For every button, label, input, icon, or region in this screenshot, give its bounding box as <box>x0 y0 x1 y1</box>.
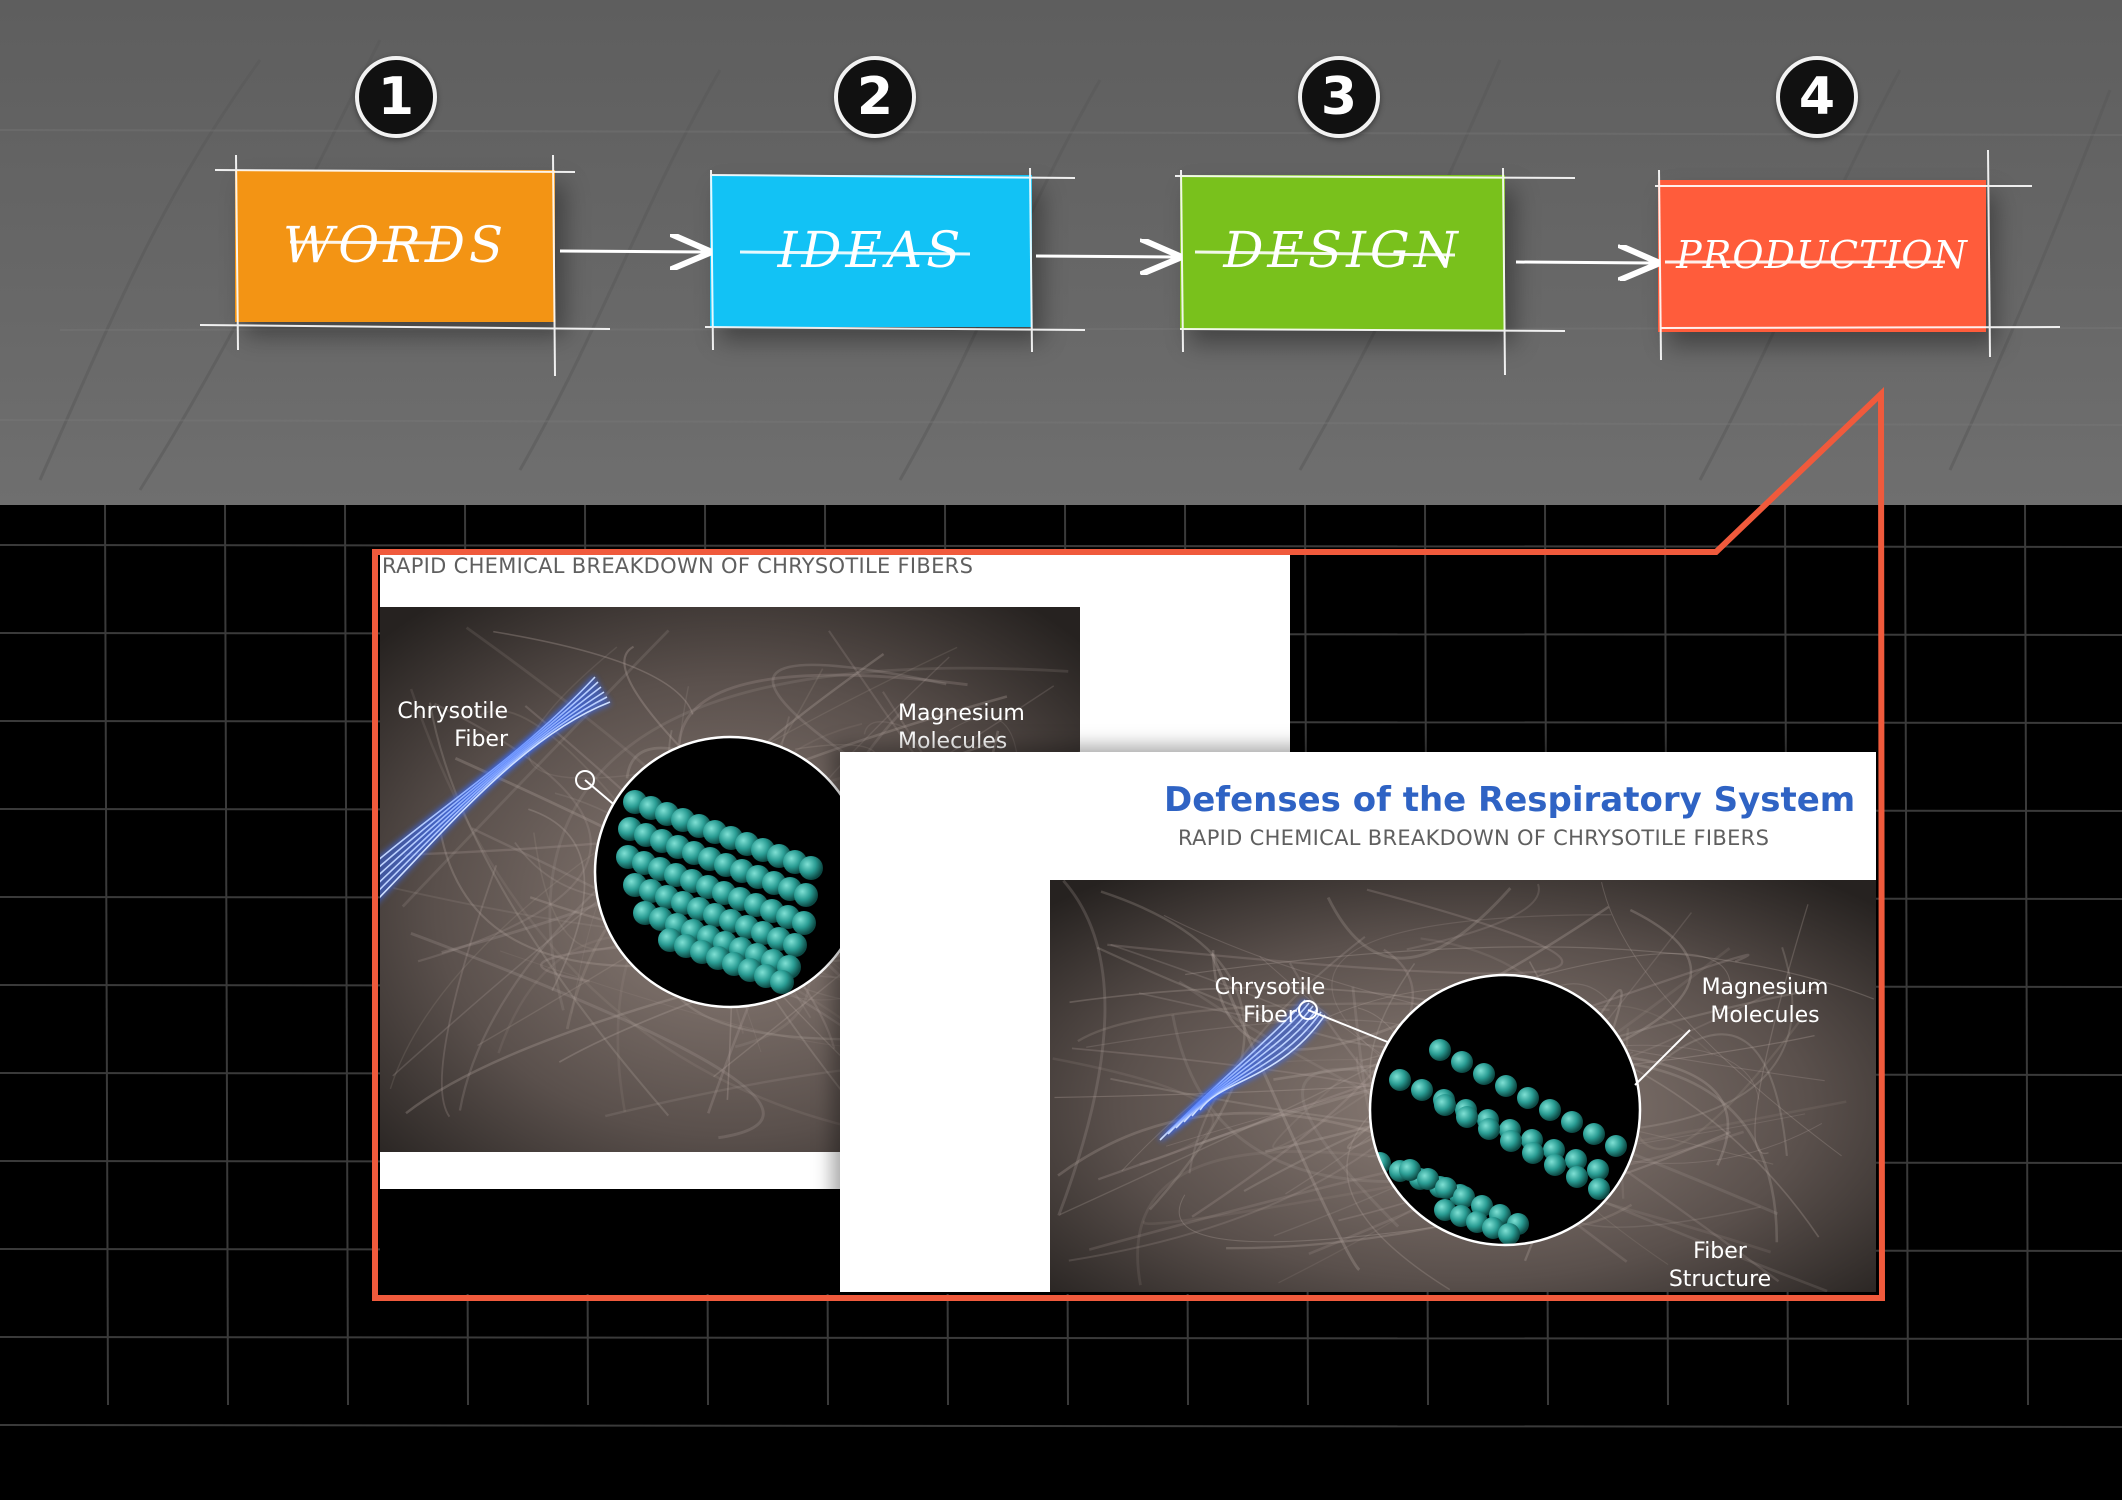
step-box-production: PRODUCTION <box>1658 180 1986 332</box>
step-label-ideas: IDEAS <box>777 221 965 279</box>
micrograph-image <box>1050 880 1876 1292</box>
step-box-ideas: IDEAS <box>710 175 1032 327</box>
step-label-words: WORDS <box>282 216 508 274</box>
step-box-words: WORDS <box>235 170 555 322</box>
step-number-4: 4 <box>1776 56 1858 138</box>
slide-front-title: Defenses of the Respiratory System <box>1164 780 1856 820</box>
step-label-production: PRODUCTION <box>1676 233 1968 277</box>
slide-front-subtitle: RAPID CHEMICAL BREAKDOWN OF CHRYSOTILE F… <box>1178 826 1770 850</box>
step-number-3: 3 <box>1298 56 1380 138</box>
slide-preview-front: Defenses of the Respiratory System RAPID… <box>840 752 1876 1292</box>
step-number-2: 2 <box>834 56 916 138</box>
slide-back-subtitle: RAPID CHEMICAL BREAKDOWN OF CHRYSOTILE F… <box>382 554 974 578</box>
slide-front-micrograph <box>1050 880 1876 1292</box>
step-label-design: DESIGN <box>1223 221 1462 279</box>
step-number-1: 1 <box>355 56 437 138</box>
step-box-design: DESIGN <box>1180 175 1505 330</box>
